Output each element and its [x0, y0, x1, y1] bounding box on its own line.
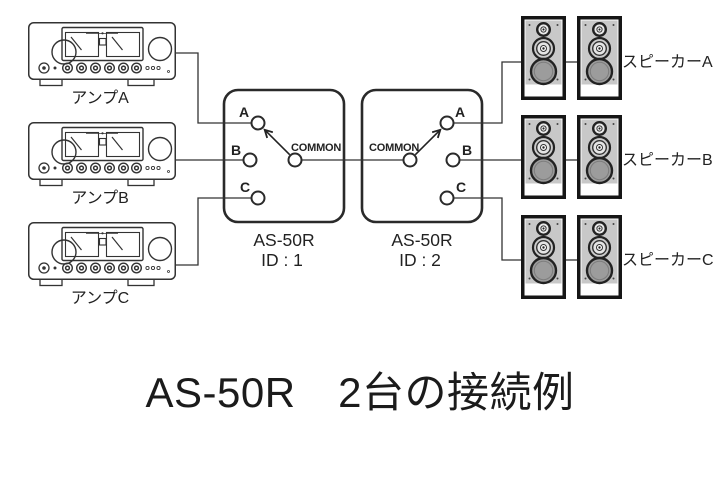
terminal-a-label: A [455, 104, 465, 120]
speaker-pair-c: スピーカーC [521, 215, 714, 299]
terminal-b-label: B [462, 142, 472, 158]
speaker-a-label: スピーカーA [622, 54, 713, 71]
common-label: COMMON [291, 142, 341, 154]
amplifier-a: アンプA [28, 22, 176, 107]
amplifier-c: アンプC [28, 222, 176, 307]
common-terminal [402, 152, 418, 168]
terminal-c [439, 190, 455, 206]
terminal-b [445, 152, 461, 168]
wiring [176, 52, 577, 266]
speaker-icon [521, 16, 566, 100]
selector-1: A B C COMMON AS-50R ID : 1 [231, 104, 342, 270]
wire-speaker-a [454, 61, 521, 124]
amplifier-icon [28, 222, 176, 287]
common-label: COMMON [369, 142, 419, 154]
terminal-a-label: A [239, 104, 249, 120]
amplifier-c-label: アンプC [71, 289, 129, 307]
common-terminal [287, 152, 303, 168]
wire-speaker-c [454, 197, 521, 261]
speaker-pair-b: スピーカーB [521, 115, 713, 199]
diagram-title: AS-50R 2台の接続例 [145, 369, 575, 416]
speaker-c-label: スピーカーC [622, 252, 714, 269]
selector-2-id: ID : 2 [399, 250, 441, 270]
amplifier-a-label: アンプA [71, 89, 129, 107]
terminal-a [439, 115, 455, 131]
terminal-c-label: C [240, 179, 250, 195]
speaker-pair-a: スピーカーA [521, 16, 713, 100]
amplifier-icon [28, 122, 176, 187]
terminal-c [250, 190, 266, 206]
terminal-b-label: B [231, 142, 241, 158]
wire-amp-c [176, 197, 251, 266]
amplifier-b-label: アンプB [71, 189, 129, 207]
speaker-icon [577, 16, 622, 100]
terminal-c-label: C [456, 179, 466, 195]
speaker-icon [521, 215, 566, 299]
selection-arrow-icon [414, 128, 442, 156]
selection-arrow-icon [263, 128, 291, 156]
speaker-icon [577, 215, 622, 299]
speaker-icon [521, 115, 566, 199]
selector-1-id: ID : 1 [261, 250, 303, 270]
selector-1-model: AS-50R [253, 230, 314, 250]
terminal-b [242, 152, 258, 168]
speaker-icon [577, 115, 622, 199]
wire-amp-a [176, 52, 251, 124]
connection-diagram: アンプA アンプB アンプC A B C COMMON AS-50R ID : … [28, 16, 714, 307]
selector-2-model: AS-50R [391, 230, 452, 250]
selector-2: A B C COMMON AS-50R ID : 2 [369, 104, 472, 270]
speaker-b-label: スピーカーB [622, 152, 713, 169]
amplifier-icon [28, 22, 176, 87]
terminal-a [250, 115, 266, 131]
amplifier-b: アンプB [28, 122, 176, 207]
